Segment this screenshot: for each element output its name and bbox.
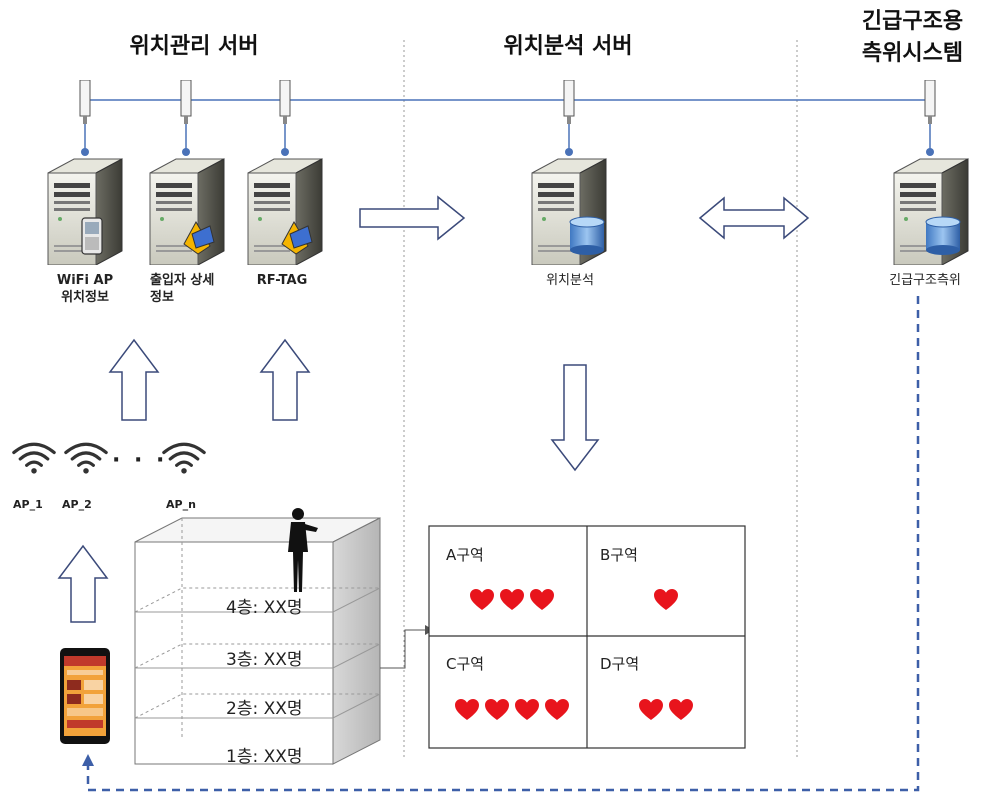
wifi-icon-1 (12, 442, 56, 476)
rf-tag-icon-2 (281, 220, 313, 255)
building (134, 517, 381, 765)
smartphone-icon (60, 648, 110, 744)
server-label-access: 출입자 상세 정보 (150, 272, 250, 306)
wifi-icon-2 (64, 442, 108, 476)
ap-label-1: AP_1 (13, 498, 43, 511)
floor-label-1: 1층: XX명 (226, 747, 303, 767)
ap-label-n: AP_n (166, 498, 196, 511)
mobile-phone-icon (81, 217, 103, 255)
server-label-rftag: RF-TAG (256, 273, 308, 288)
section-title-rescue-line2: 측위시스템 (861, 41, 964, 66)
floor-label-3: 3층: XX명 (226, 650, 303, 670)
section-title-rescue-line1: 긴급구조용 (861, 9, 964, 34)
server-label-wifi: WiFi AP 위치정보 (30, 272, 140, 306)
zone-label-d: D구역 (600, 655, 640, 673)
rescue-return-path (86, 296, 920, 792)
server-rftag-icon (247, 158, 323, 265)
server-label-wifi-line1: WiFi AP (56, 273, 114, 288)
server-label-access-line2: 정보 (150, 290, 174, 305)
building-to-zones-connector (380, 629, 425, 669)
wifi-icon-n (162, 442, 206, 476)
zone-grid (428, 525, 746, 749)
zone-label-c: C구역 (446, 655, 485, 673)
person-silhouette-icon (288, 508, 318, 592)
section-title-management: 위치관리 서버 (129, 34, 259, 59)
server-access-icon (149, 158, 225, 265)
server-label-analysis: 위치분석 (546, 273, 594, 288)
rf-tag-icon-1 (183, 220, 215, 255)
zone-label-a: A구역 (446, 546, 484, 564)
arrow-double-icon (698, 196, 810, 240)
ap-label-2: AP_2 (62, 498, 92, 511)
arrow-up-icon-2 (259, 338, 311, 421)
drop-dots (81, 148, 934, 156)
section-title-analysis: 위치분석 서버 (503, 34, 633, 59)
arrow-down-icon (550, 364, 600, 472)
floor-label-4: 4층: XX명 (226, 598, 303, 618)
database-icon-analysis (569, 216, 605, 255)
zone-label-b: B구역 (600, 546, 638, 564)
database-icon-rescue (925, 216, 961, 255)
arrow-up-icon-1 (108, 338, 160, 421)
floor-label-2: 2층: XX명 (226, 699, 303, 719)
drop-lines (84, 124, 931, 152)
ap-ellipsis: · · · (112, 448, 168, 473)
server-label-rescue: 긴급구조측위 (889, 273, 961, 288)
arrow-up-icon-3 (57, 544, 109, 623)
server-label-wifi-line2: 위치정보 (61, 290, 109, 305)
network-connectors (79, 80, 936, 124)
server-label-access-line1: 출입자 상세 (150, 273, 215, 288)
arrow-right-icon (359, 195, 466, 241)
section-title-rescue: 긴급구조용 측위시스템 (830, 6, 995, 70)
